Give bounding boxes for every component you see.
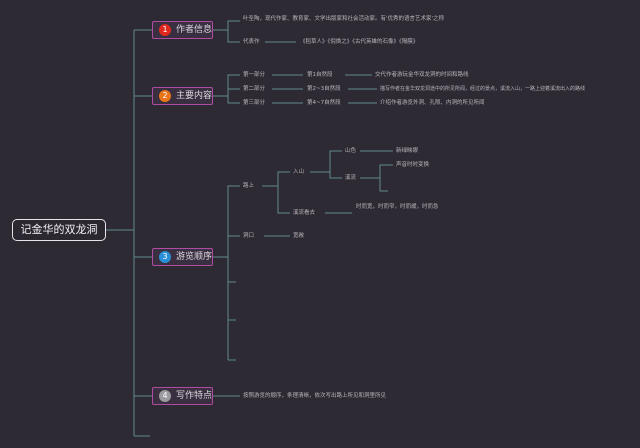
part-paragraphs: 第4~7自然段 bbox=[307, 100, 341, 106]
topic-main-content[interactable]: 2 主要内容 bbox=[152, 87, 213, 105]
topic-label: 作者信息 bbox=[176, 25, 213, 35]
number-badge-icon: 3 bbox=[159, 251, 171, 263]
representative-works: 《稻草人》《倪焕之》《古代英雄的石像》《隔膜》 bbox=[300, 39, 419, 45]
representative-works-label: 代表作 bbox=[243, 39, 260, 45]
part-paragraphs: 第1自然段 bbox=[307, 72, 333, 78]
topic-writing-features[interactable]: 4 写作特点 bbox=[152, 387, 213, 405]
part-detail: 介绍作者游览外洞、孔隙、内洞的所见所闻 bbox=[380, 100, 485, 106]
scene-label: 溪流 bbox=[345, 175, 357, 181]
topic-label: 游览顺序 bbox=[176, 252, 213, 262]
scene-label: 山色 bbox=[345, 148, 357, 154]
part-detail: 描写作者在金华双龙洞途中的所见所闻，经过的景点，溪流入山，一路上迎着溪流出入的路… bbox=[380, 86, 586, 92]
topic-author-info[interactable]: 1 作者信息 bbox=[152, 21, 213, 39]
number-badge-icon: 1 bbox=[159, 24, 171, 36]
topic-label: 写作特点 bbox=[176, 391, 213, 401]
topic-label: 主要内容 bbox=[176, 91, 213, 101]
topic-tour-order[interactable]: 3 游览顺序 bbox=[152, 248, 213, 266]
part-label: 第二部分 bbox=[243, 86, 266, 92]
stage-sub-label: 入山 bbox=[293, 169, 305, 175]
part-detail: 交代作者游玩金华双龙洞的时间和路线 bbox=[375, 72, 469, 78]
part-paragraphs: 第2~3自然段 bbox=[307, 86, 341, 92]
number-badge-icon: 2 bbox=[159, 90, 171, 102]
author-description: 叶圣陶，现代作家、教育家、文学出版家和社会活动家。有'优秀的语言艺术家'之称 bbox=[243, 16, 445, 22]
stage-sub-label: 溪流看去 bbox=[293, 210, 316, 216]
stage-label: 路上 bbox=[243, 183, 255, 189]
stage-label: 洞口 bbox=[243, 233, 255, 239]
part-label: 第一部分 bbox=[243, 72, 266, 78]
scene-detail: 新绿映眼 bbox=[396, 148, 419, 154]
root-node[interactable]: 记金华的双龙洞 bbox=[12, 219, 106, 241]
scene-detail: 声音时时变换 bbox=[396, 162, 430, 168]
number-badge-icon: 4 bbox=[159, 390, 171, 402]
writing-feature-detail: 按照游览的顺序，条理清晰，依次写出路上所见和洞里所见 bbox=[243, 393, 387, 399]
stage-sub-detail: 时而宽，时而窄，时而缓，时而急 bbox=[356, 204, 439, 210]
stage-detail: 宽敞 bbox=[293, 233, 305, 239]
part-label: 第三部分 bbox=[243, 100, 266, 106]
